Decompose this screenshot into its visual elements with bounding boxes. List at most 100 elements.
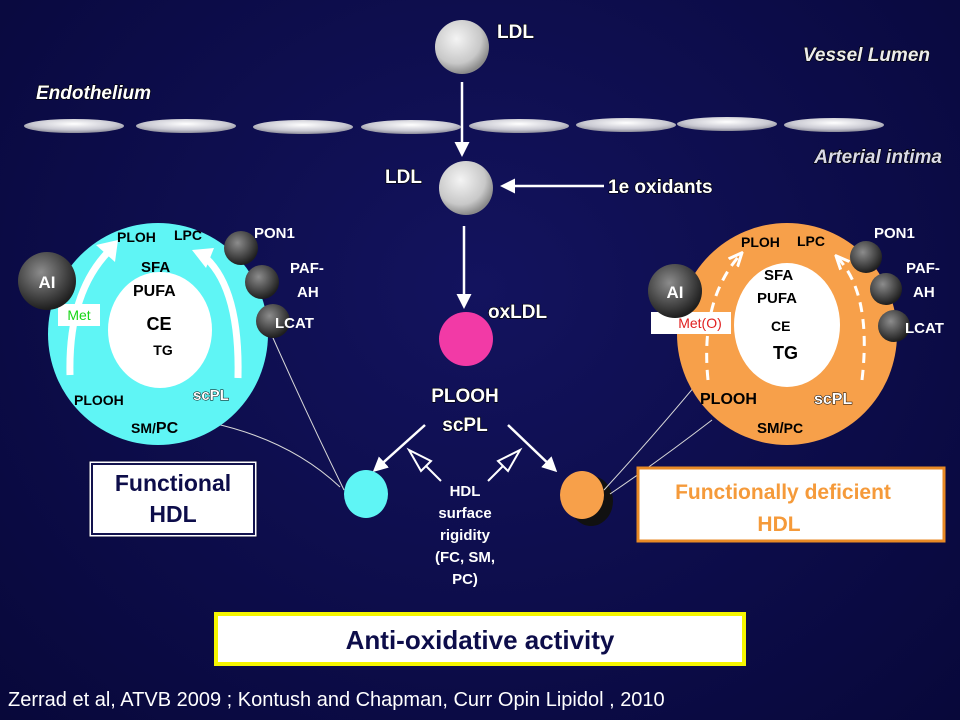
functional-hdl-box: [88, 460, 258, 538]
deficient-hdl-title: Functionally deficient: [675, 481, 891, 504]
ploh-label: PLOH: [117, 229, 156, 245]
ldl-particle-intima: [439, 161, 493, 215]
ldl-top-label: LDL: [497, 22, 534, 43]
ce-label: CE: [771, 318, 790, 334]
plooh-label: PLOOH: [74, 392, 124, 408]
small-functional-hdl: [344, 470, 388, 518]
paf-ah-label: AH: [913, 284, 935, 301]
pc-label: PC: [156, 420, 179, 437]
apoai-label: AI: [667, 283, 684, 302]
rigidity-arrow-left: [406, 447, 442, 482]
sfa-label: SFA: [141, 259, 170, 276]
sfa-label: SFA: [764, 267, 793, 284]
sm-label: SM/: [757, 420, 785, 437]
scpl-center-label: scPL: [442, 415, 488, 436]
sm-label: SM/: [131, 420, 156, 436]
rigidity-line: PC): [452, 571, 478, 588]
ploh-label: PLOH: [741, 234, 780, 250]
pon1-enzyme: [224, 231, 258, 265]
ldl-intima-label: LDL: [385, 167, 422, 188]
plooh-center-label: PLOOH: [431, 386, 499, 407]
lcat-enzyme: [256, 304, 290, 338]
zoom-line-left: [211, 422, 341, 488]
flux-arrow-head: [192, 248, 214, 268]
endothelial-cell: [136, 119, 236, 133]
paf-ah-enzyme: [245, 265, 279, 299]
sm-pc-label: SM/PC: [131, 420, 179, 437]
rigidity-text: HDL surface rigidity (FC, SM, PC): [435, 483, 495, 588]
apoai-label: AI: [39, 273, 56, 292]
pc-label: PC: [784, 420, 803, 436]
flux-arrow: [203, 255, 242, 379]
endothelial-cell: [24, 119, 124, 133]
deficient-hdl-particle: Met(O) AI PLOH LPC SFA PUFA CE TG PLOOH …: [648, 223, 944, 445]
paf-ah-label: PAF-: [906, 260, 940, 277]
met-o-label: Met(O): [678, 315, 722, 331]
rigidity-line: (FC, SM,: [435, 549, 495, 566]
deficient-hdl-title: HDL: [757, 513, 800, 536]
hdl-core: [734, 263, 840, 387]
ldl-particle-lumen: [435, 20, 489, 74]
endothelial-cell: [576, 118, 676, 132]
endothelial-cell: [361, 120, 461, 134]
flux-arrow: [66, 247, 113, 376]
lcat-enzyme: [878, 310, 910, 342]
dashed-flux-arrow: [705, 255, 740, 381]
tg-label: TG: [153, 342, 173, 358]
lpc-label: LPC: [174, 227, 202, 243]
pon1-label: PON1: [874, 225, 915, 242]
flux-arrow-head: [96, 240, 118, 262]
oxldl-label: oxLDL: [488, 302, 548, 323]
pon1-label: PON1: [254, 225, 295, 242]
rigidity-line: HDL: [450, 483, 481, 500]
transfer-arrow-left: [372, 424, 426, 473]
scpl-label: scPL: [814, 391, 852, 408]
transfer-arrow-right: [507, 424, 558, 473]
endothelial-cell: [784, 118, 884, 132]
pufa-label: PUFA: [133, 283, 176, 300]
ce-label: CE: [146, 314, 171, 334]
lcat-label: LCAT: [905, 320, 944, 337]
endothelium-cells: [24, 117, 884, 134]
paf-ah-label: AH: [297, 284, 319, 301]
met-badge: [58, 304, 100, 326]
functional-hdl-title: HDL: [149, 501, 196, 527]
small-deficient-hdl: [560, 471, 604, 519]
zoom-line-right: [609, 419, 713, 495]
arterial-intima-label: Arterial intima: [813, 147, 942, 168]
apoai-circle: [18, 252, 76, 310]
rigidity-arrow-right: [487, 447, 523, 482]
zoom-line-right: [603, 379, 701, 491]
apoai-circle: [648, 264, 702, 318]
activity-box: [214, 612, 746, 666]
pon1-enzyme: [850, 241, 882, 273]
endothelial-cell: [253, 120, 353, 134]
deficient-hdl-box: [636, 466, 946, 543]
sm-pc-label: SM/PC: [757, 420, 803, 437]
endothelial-cell: [677, 117, 777, 131]
scpl-label: scPL: [193, 387, 229, 404]
met-label: Met: [67, 307, 90, 323]
endothelium-label: Endothelium: [36, 83, 151, 104]
oxldl-particle: [439, 312, 493, 366]
dashed-flux-arrow: [838, 258, 866, 381]
citation: Zerrad et al, ATVB 2009 ; Kontush and Ch…: [8, 689, 665, 711]
rigidity-line: rigidity: [440, 527, 491, 544]
paf-ah-enzyme: [870, 273, 902, 305]
lcat-label: LCAT: [275, 315, 314, 332]
paf-ah-label: PAF-: [290, 260, 324, 277]
endothelial-cell: [469, 119, 569, 133]
hdl-core: [108, 272, 212, 388]
plooh-label: PLOOH: [700, 391, 757, 408]
functional-hdl-particle: Met AI PLOH LPC SFA PUFA CE TG PLOOH scP…: [18, 223, 324, 445]
oxidants-label: 1e oxidants: [608, 177, 713, 198]
functional-hdl-title: Functional: [115, 470, 231, 496]
lpc-label: LPC: [797, 233, 825, 249]
zoom-line-left: [261, 312, 345, 491]
pufa-label: PUFA: [757, 290, 797, 307]
vessel-lumen-label: Vessel Lumen: [803, 45, 930, 66]
activity-label: Anti-oxidative activity: [346, 625, 615, 655]
rigidity-line: surface: [438, 505, 491, 522]
